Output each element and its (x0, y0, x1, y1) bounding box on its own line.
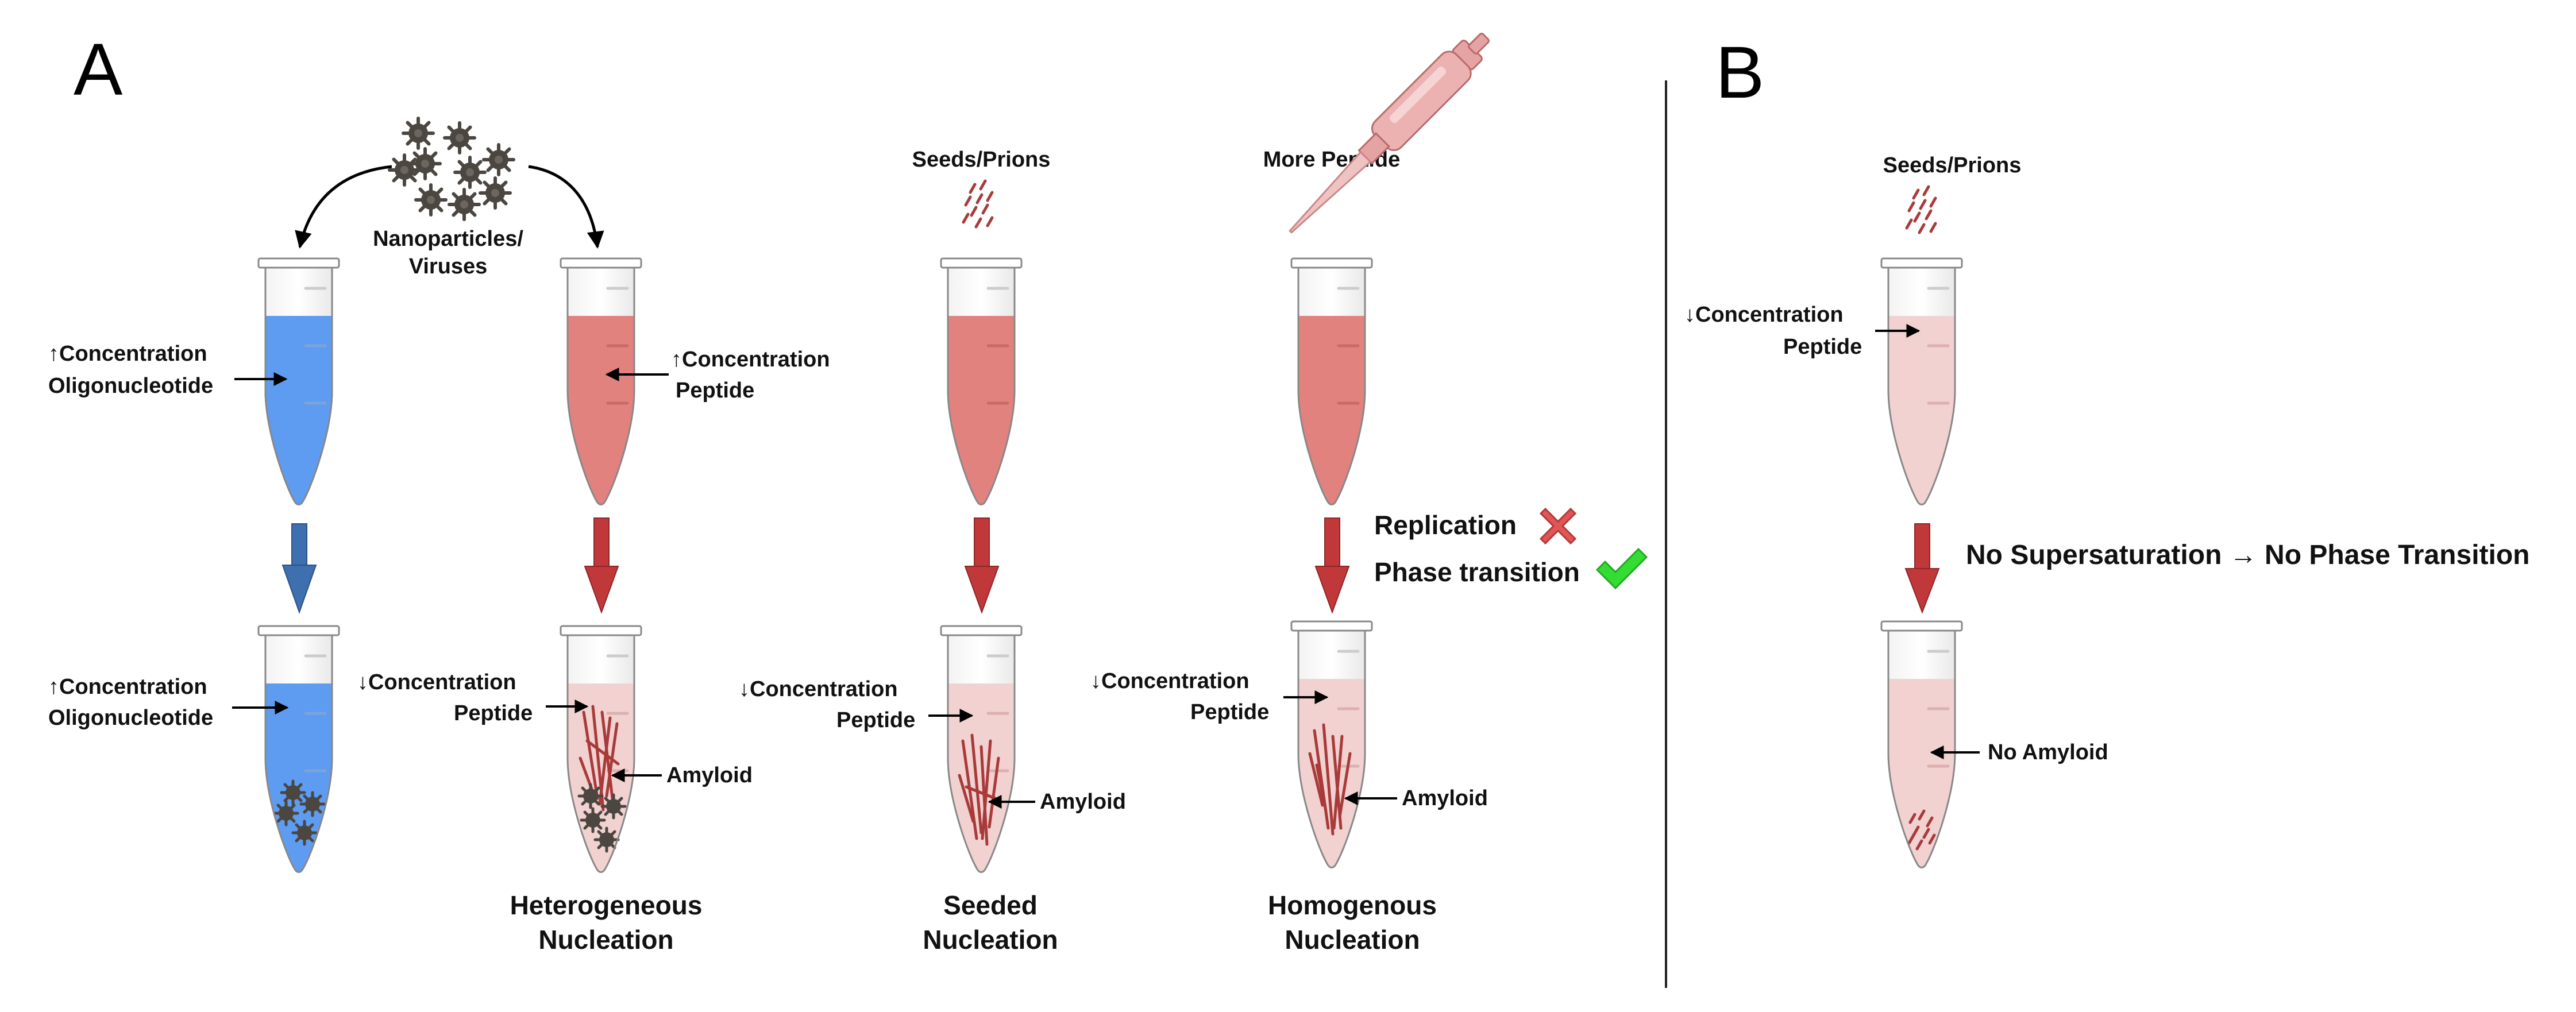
tube1-top-label-line1: ↑Concentration (48, 342, 207, 366)
caption-seeded-line1: Seeded (943, 890, 1038, 920)
tube-peptide-top-homogenous (1290, 257, 1373, 505)
process-arrow-b (1904, 523, 1940, 614)
tube3-bottom-label-line2: Peptide (836, 708, 915, 732)
cross-icon (1539, 507, 1577, 545)
tube4-bottom-label-line2: Peptide (1190, 700, 1269, 724)
amyloid-fibers (1308, 723, 1352, 836)
process-arrow-seeded (964, 517, 1000, 614)
tube-peptide-bottom-homogenous (1290, 620, 1373, 868)
panel-letter-a: A (74, 29, 123, 111)
tube3-bottom-label-line1: ↓Concentration (739, 677, 898, 701)
tube2-amyloid-label: Amyloid (666, 763, 753, 787)
process-arrow-homogenous (1314, 517, 1350, 614)
tube2-bottom-label-line1: ↓Concentration (357, 670, 516, 694)
tube1-top-label-line2: Oligonucleotide (48, 374, 213, 398)
tube-peptide-top-seeded (940, 257, 1023, 505)
panel-letter-b: B (1715, 32, 1764, 114)
tube-peptide-bottom-b (1880, 620, 1963, 868)
curved-arrow-right (528, 165, 604, 249)
process-arrow-heterogeneous (584, 517, 619, 614)
tube4-bottom-label-line1: ↓Concentration (1090, 669, 1250, 693)
tube-peptide-top-b (1880, 257, 1963, 505)
pipette-icon (1289, 33, 1490, 234)
tube-peptide-bottom-heterogeneous (560, 625, 642, 873)
tube-oligo-top (257, 257, 340, 505)
no-amyloid-label: No Amyloid (1988, 740, 2108, 764)
caption-heterogeneous-line1: Heterogeneous (510, 890, 703, 920)
tube-peptide-bottom-seeded (940, 625, 1023, 873)
tube3-amyloid-label: Amyloid (1040, 790, 1126, 814)
tube2-top-label-line2: Peptide (676, 378, 754, 403)
caption-homogenous-line2: Nucleation (1285, 925, 1420, 955)
phase-transition-label: Phase transition (1374, 557, 1580, 587)
seeds-label-b: Seeds/Prions (1883, 153, 2022, 177)
tube2-top-label-line1: ↑Concentration (671, 347, 830, 372)
tube4-amyloid-label: Amyloid (1402, 786, 1488, 810)
tube1-bottom-label-line2: Oligonucleotide (48, 706, 213, 730)
nanoparticles-cluster (390, 118, 514, 219)
seeds-icon-b (1907, 187, 1935, 233)
seeds-icon-a (963, 181, 992, 227)
tube-peptide-top-heterogeneous (560, 257, 642, 505)
nanoparticles-label-line2: Viruses (409, 254, 488, 279)
replication-label: Replication (1374, 510, 1517, 540)
caption-heterogeneous-line2: Nucleation (538, 925, 673, 955)
seeds-label-a: Seeds/Prions (912, 148, 1051, 172)
nanoparticles-label-line1: Nanoparticles/ (373, 227, 523, 251)
tube-b-top-label-line1: ↓Concentration (1684, 303, 1844, 327)
tube-b-top-label-line2: Peptide (1783, 335, 1862, 359)
no-supersaturation-label: No Supersaturation → No Phase Transition (1966, 540, 2530, 570)
tube1-bottom-label-line1: ↑Concentration (48, 675, 207, 699)
caption-homogenous-line1: Homogenous (1268, 890, 1437, 920)
check-icon (1595, 547, 1648, 590)
amyloid-fibers (958, 733, 1000, 846)
tube2-bottom-label-line2: Peptide (454, 701, 533, 725)
curved-arrow-left (295, 165, 392, 249)
caption-seeded-line2: Nucleation (923, 925, 1058, 955)
tube-oligo-bottom (257, 625, 340, 873)
seeds-in-tube (1907, 809, 1936, 851)
process-arrow-oligo (281, 523, 317, 614)
